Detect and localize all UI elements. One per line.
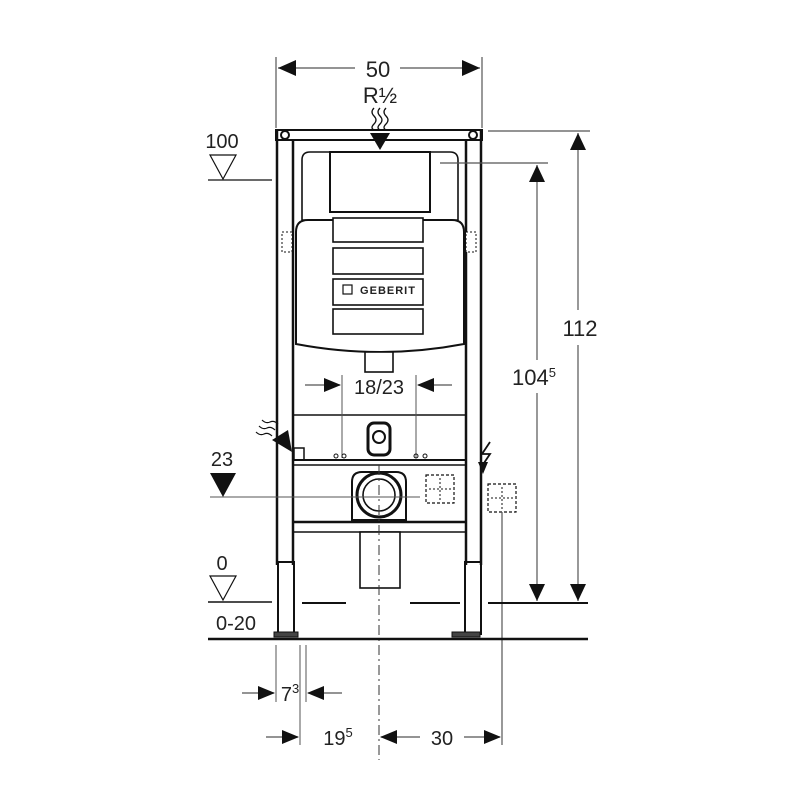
level-100-marker <box>208 154 272 181</box>
electrical-box <box>425 474 517 513</box>
drain-connection <box>351 471 407 589</box>
brand-name: GEBERIT <box>360 285 416 297</box>
drain-offset-label: 30 <box>431 728 453 750</box>
height-112-label: 112 <box>562 316 597 341</box>
bolt-spacing-dimension <box>305 375 452 458</box>
cistern <box>281 151 477 373</box>
side-supply-arrow-icon <box>255 419 305 461</box>
level-100-label: 100 <box>205 131 238 153</box>
supply-offset-label: 195 <box>323 725 352 750</box>
width-dimension <box>275 57 483 128</box>
brand-logo: GEBERIT <box>342 284 416 297</box>
level-0-marker <box>208 575 588 604</box>
side-offset-label: 73 <box>281 681 299 706</box>
water-supply-label: R½ <box>363 83 397 108</box>
flush-pipe <box>333 421 428 459</box>
electricity-icon <box>478 441 492 474</box>
height-dimensions <box>440 130 590 601</box>
level-0-label: 0 <box>216 553 227 575</box>
level-23-marker <box>210 473 236 497</box>
bottom-dimensions <box>242 645 501 745</box>
level-23-label: 23 <box>211 449 233 471</box>
width-label: 50 <box>366 57 390 82</box>
floor-range-label: 0-20 <box>216 613 256 635</box>
bolt-spacing-label: 18/23 <box>354 377 404 399</box>
height-104-label: 1045 <box>512 365 556 390</box>
